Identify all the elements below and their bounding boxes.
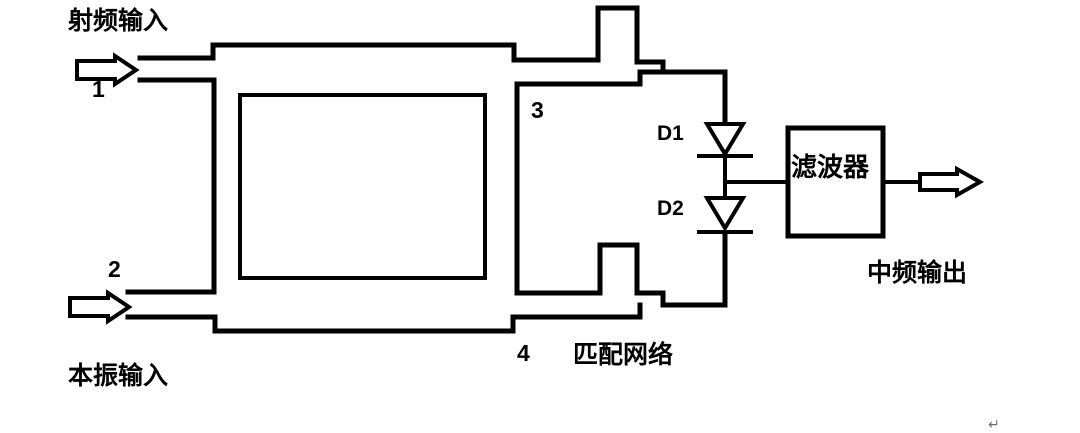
diode1-triangle-icon [703,122,747,158]
right-trace-outline [514,69,728,308]
rf-input-label: 射频输入 [67,6,168,35]
return-mark: ↵ [988,416,1000,432]
port2-label: 2 [108,256,121,282]
lo-input-label: 本振输入 [68,361,168,390]
diode1-label: D1 [657,122,684,145]
diode2-label: D2 [657,197,684,220]
rf-input-arrow-icon [75,52,140,88]
lo-input-arrow-icon [68,289,133,325]
matching-network-label: 匹配网络 [573,340,673,369]
port4-label: 4 [517,340,530,366]
filter-box [785,125,886,239]
if-output-arrow-icon [918,165,985,199]
port1-label: 1 [92,76,105,102]
bottom-trace-outline [125,302,643,334]
top-trace-outline [137,5,728,127]
filter-label: 滤波器 [791,152,870,182]
left-trace-outline [125,77,217,295]
diode2-triangle-icon [703,196,747,232]
if-output-label: 中频输出 [867,258,967,287]
port3-label: 3 [531,97,544,123]
coupler-inner-rectangle [238,93,487,280]
